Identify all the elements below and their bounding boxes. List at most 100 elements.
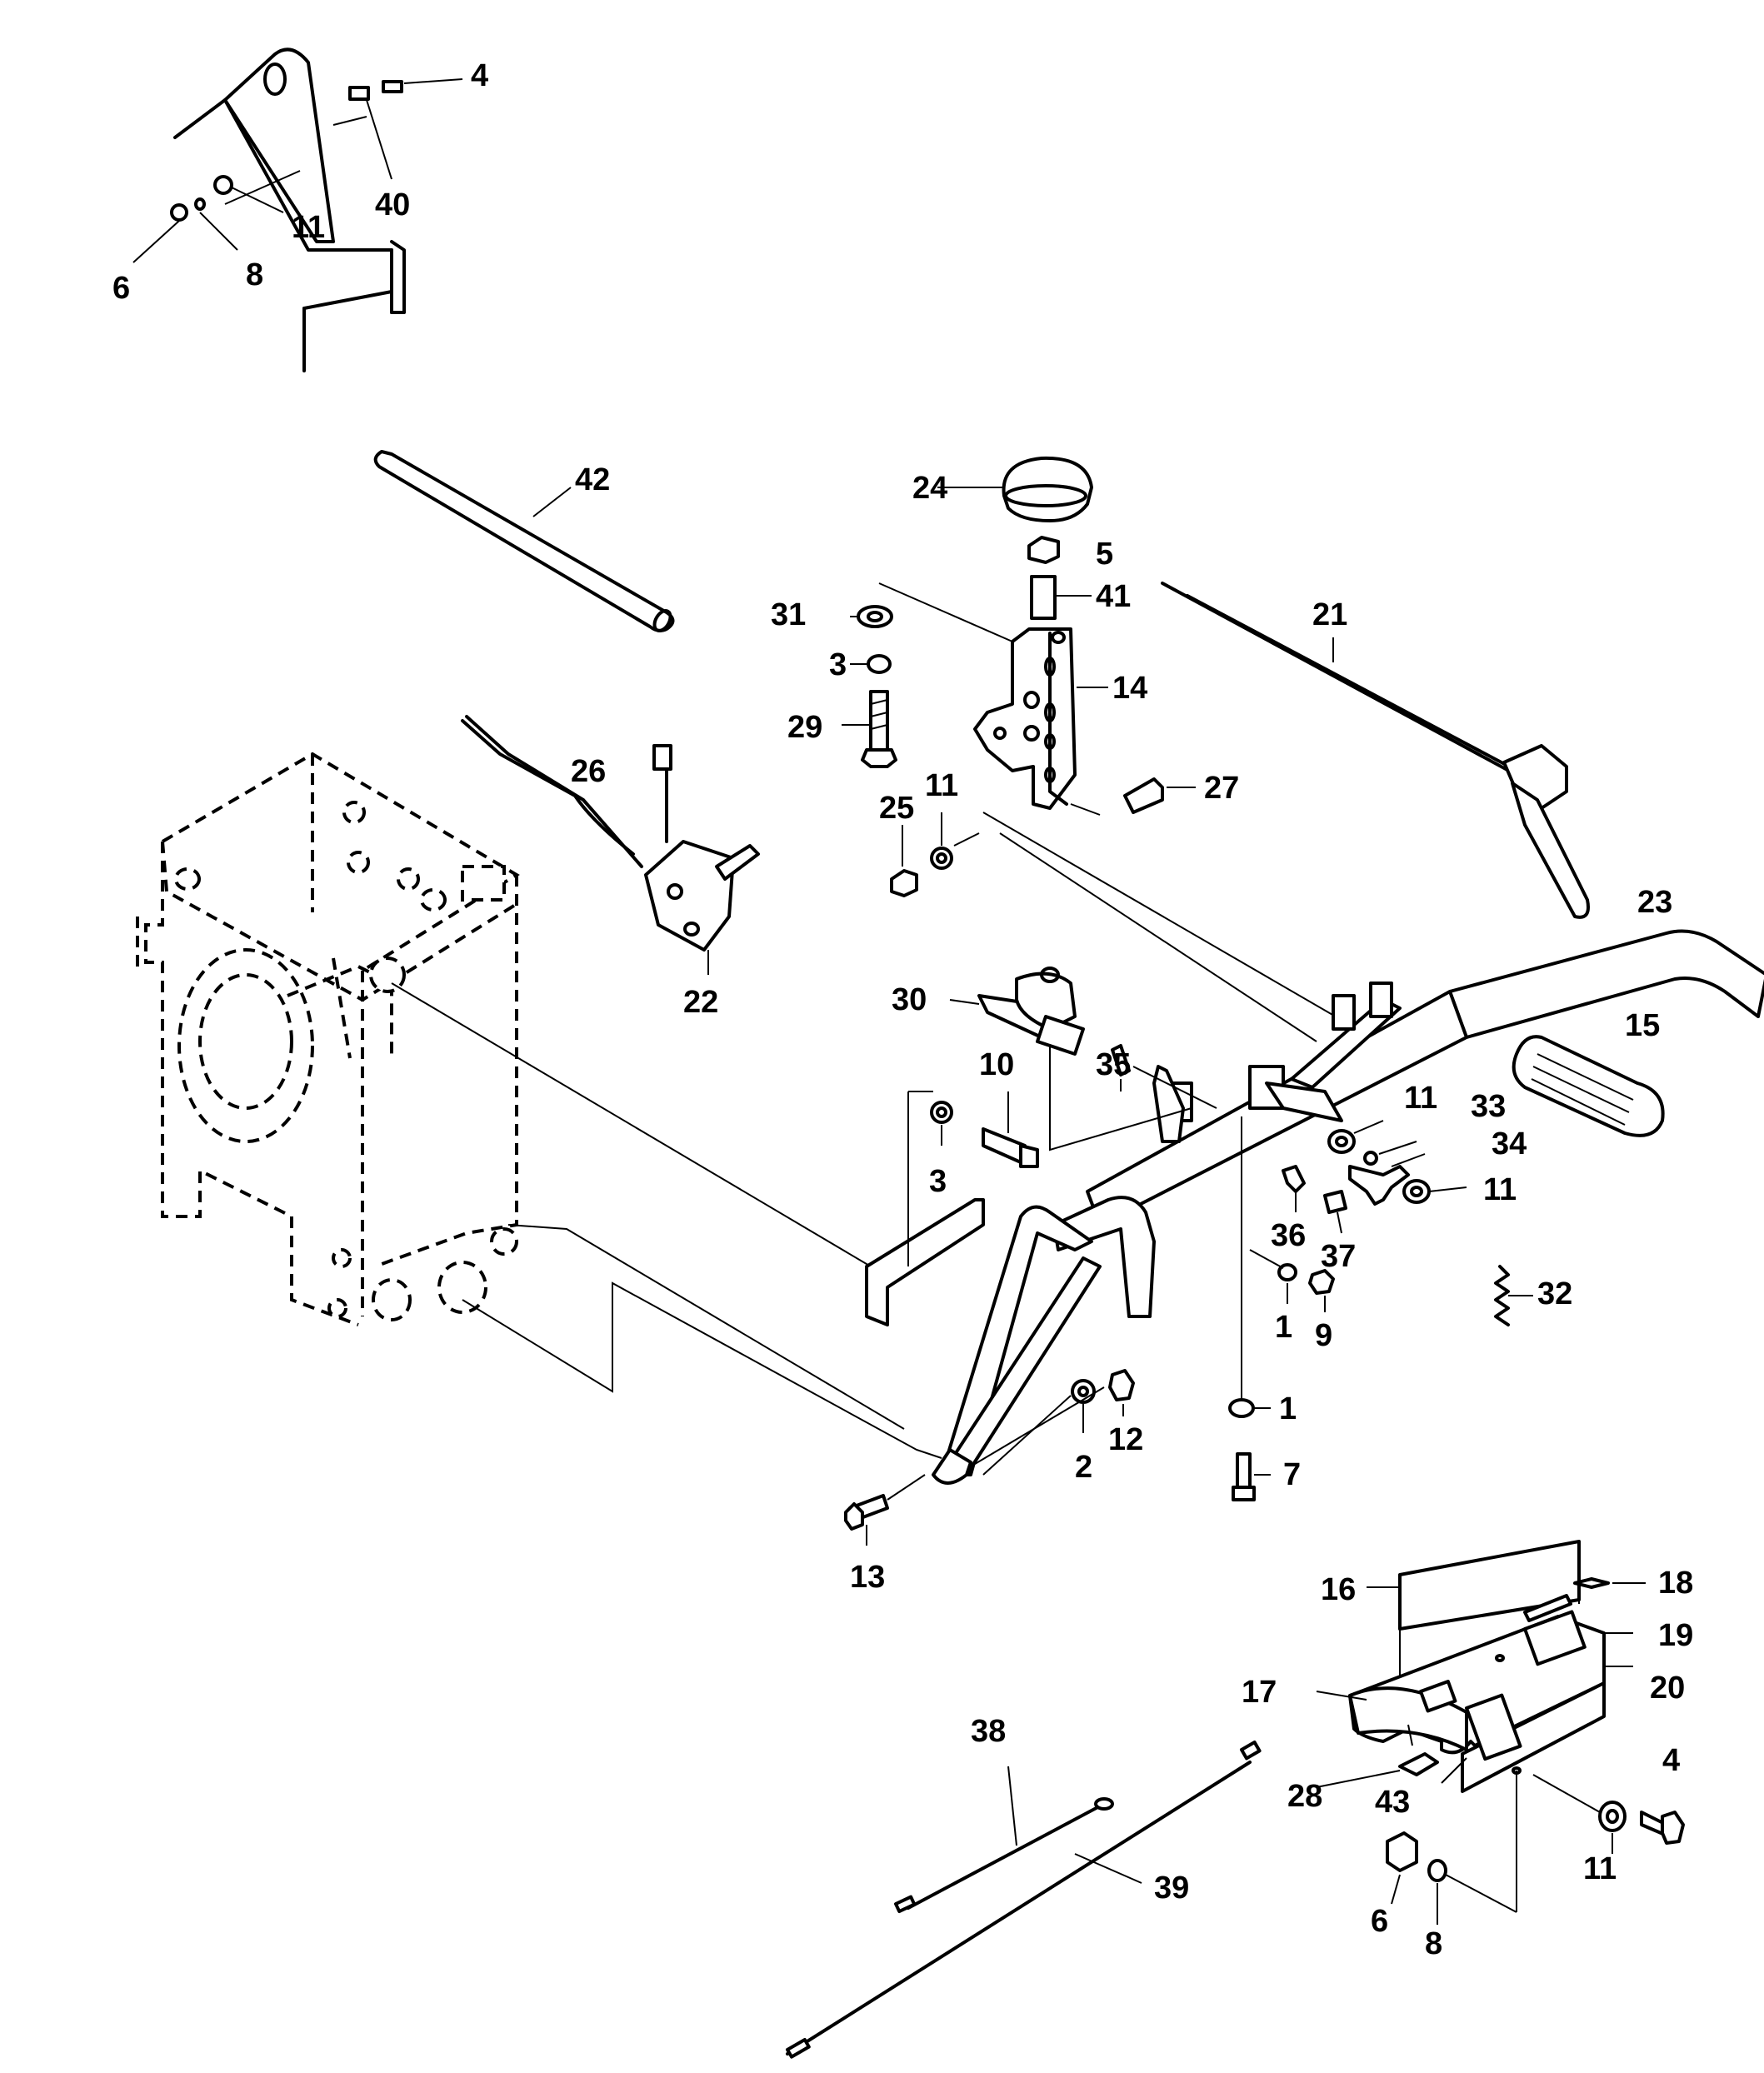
washer-1a (1277, 1263, 1297, 1281)
callout-labels: 4 40 11 6 8 42 24 5 41 21 31 3 14 29 26 … (112, 58, 1693, 1961)
callout-5: 5 (1096, 537, 1113, 572)
callout-11c: 11 (1404, 1081, 1437, 1116)
callout-35: 35 (1096, 1047, 1131, 1082)
callout-29: 29 (787, 710, 822, 745)
callout-33: 33 (1471, 1089, 1506, 1124)
rod-42 (373, 450, 675, 632)
callout-1a: 1 (1275, 1310, 1292, 1345)
callout-27: 27 (1204, 771, 1239, 806)
callout-11d: 11 (1483, 1172, 1517, 1207)
washer-11b (930, 847, 953, 870)
callout-39: 39 (1154, 1871, 1189, 1906)
callout-4a: 4 (471, 58, 488, 93)
nut-6a (170, 203, 188, 222)
callout-43: 43 (1375, 1785, 1410, 1820)
label-43 (1465, 1693, 1522, 1761)
label-20 (1523, 1610, 1587, 1666)
washer-11d (1402, 1179, 1431, 1204)
callout-6a: 6 (112, 271, 130, 306)
grip-15 (1512, 1035, 1665, 1137)
callout-8a: 8 (246, 257, 263, 292)
nut-6b (1386, 1831, 1418, 1872)
callout-6b: 6 (1371, 1904, 1388, 1939)
lockwasher-8a (194, 197, 206, 211)
callout-25: 25 (879, 791, 914, 826)
gearbox-housing (136, 752, 942, 1459)
frame-lug-d (1369, 982, 1393, 1018)
screw-37 (1323, 1190, 1347, 1214)
lever-30 (949, 967, 1217, 1109)
callout-21: 21 (1312, 597, 1347, 632)
callout-20: 20 (1650, 1671, 1685, 1706)
callout-42: 42 (575, 462, 610, 497)
cables-38-39 (785, 1741, 1262, 2059)
nut-9 (1308, 1269, 1335, 1295)
frame-lug-c (1332, 994, 1356, 1031)
spacer-41 (1030, 575, 1057, 620)
callout-14: 14 (1112, 671, 1147, 706)
nut-12 (1108, 1369, 1135, 1401)
callout-11a: 11 (292, 210, 325, 245)
callout-32: 32 (1537, 1276, 1572, 1311)
callout-23: 23 (1637, 885, 1672, 920)
callout-28: 28 (1287, 1779, 1322, 1814)
label-18 (1573, 1577, 1610, 1589)
hardware-27-25-11 (890, 777, 1196, 897)
callout-2: 2 (1075, 1450, 1092, 1485)
bottom-center-hardware (844, 1369, 1271, 1546)
washer-11a (213, 175, 233, 195)
callout-4b: 4 (1662, 1743, 1680, 1778)
screw-26 (652, 744, 672, 771)
bolt-10-washer-3 (930, 1091, 1039, 1168)
lockwasher-8b (1427, 1859, 1447, 1882)
callout-31: 31 (771, 597, 806, 632)
bolt-7 (1236, 1452, 1252, 1489)
right-small-parts (1241, 1116, 1533, 1408)
screw-35 (1111, 1044, 1131, 1076)
lever-cable-21-23 (1161, 582, 1590, 919)
callout-18: 18 (1658, 1566, 1693, 1601)
bracket-assembly-top-left (132, 47, 463, 372)
clip-28 (1398, 1752, 1439, 1776)
callout-12: 12 (1108, 1422, 1143, 1457)
screw-27 (1123, 777, 1164, 814)
washer-1b (1228, 1398, 1255, 1418)
callout-11e: 11 (1583, 1851, 1617, 1886)
callout-30: 30 (892, 982, 927, 1017)
washer-33 (1363, 1151, 1378, 1166)
cover-assembly (1316, 1540, 1685, 1925)
washer-bolt-stack (842, 605, 897, 768)
nut-5 (1027, 536, 1060, 564)
callout-8b: 8 (1425, 1926, 1442, 1961)
throttle-control-22 (461, 715, 760, 975)
link-34 (1348, 1165, 1410, 1206)
callout-37: 37 (1321, 1239, 1356, 1274)
screw-4a (382, 80, 403, 93)
clip-36 (1282, 1165, 1306, 1193)
handle-frame (865, 929, 1764, 1485)
callout-9: 9 (1315, 1318, 1332, 1353)
callout-7: 7 (1283, 1457, 1301, 1492)
nut-25 (890, 869, 918, 897)
callout-17: 17 (1242, 1675, 1277, 1710)
callout-3a: 3 (829, 647, 847, 682)
callout-24: 24 (912, 471, 947, 506)
callout-1b: 1 (1279, 1391, 1297, 1426)
lockwasher-3a (867, 654, 892, 674)
lockwasher-3b (930, 1101, 953, 1124)
callout-15: 15 (1625, 1008, 1660, 1043)
callout-41: 41 (1096, 579, 1131, 614)
callout-19: 19 (1658, 1618, 1693, 1653)
washer-11c (1327, 1129, 1356, 1154)
callout-36: 36 (1271, 1218, 1306, 1253)
washer-31 (857, 605, 893, 628)
callout-3b: 3 (929, 1164, 947, 1199)
callout-40: 40 (375, 187, 410, 222)
callout-34: 34 (1492, 1126, 1527, 1161)
clip-40 (348, 86, 370, 101)
label-17 (1419, 1680, 1457, 1713)
knob-bracket-assembly (878, 456, 1351, 1042)
callout-16: 16 (1321, 1572, 1356, 1607)
callout-22: 22 (683, 985, 718, 1020)
